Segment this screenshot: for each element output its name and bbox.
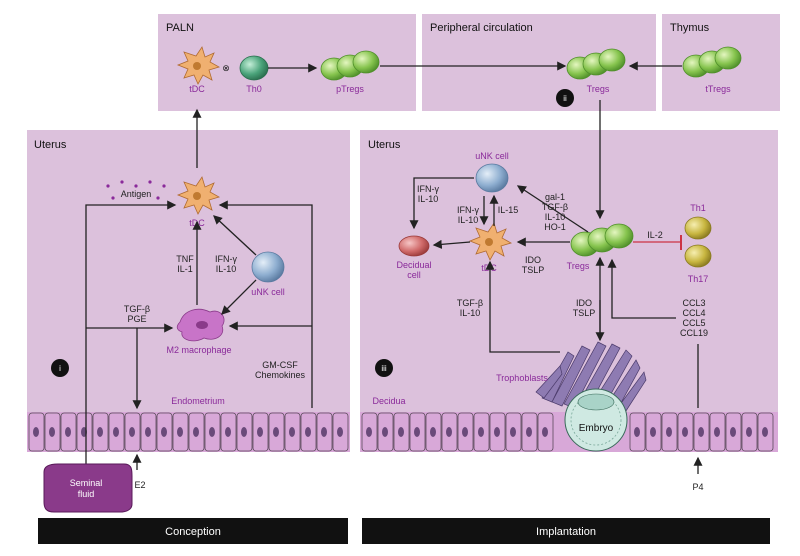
ido-r1-label: IDO: [525, 255, 541, 265]
conception-label: Conception: [165, 526, 221, 538]
th1-label: Th1: [690, 203, 706, 213]
marker-iii: [375, 359, 393, 377]
ido-r2-label: IDO: [576, 298, 592, 308]
unk-cell-left: [251, 251, 285, 283]
paln-title: PALN: [166, 22, 194, 34]
trophoblasts-label: Trophoblasts: [496, 373, 548, 383]
th17-cell: [684, 244, 712, 268]
il10-r2-label: IL-10: [458, 215, 479, 225]
il10-left-label: IL-10: [216, 264, 237, 274]
tgfb-r1-label: TGF-β: [542, 202, 568, 212]
ifng-r1-label: IFN-γ: [417, 184, 439, 194]
decidua-label: Decidua: [372, 396, 405, 406]
m2-label: M2 macrophage: [166, 345, 231, 355]
tnf-label: TNF: [176, 254, 194, 264]
e2-label: E2: [134, 480, 145, 490]
trophoblasts-cluster: [535, 341, 647, 415]
ifng-r2-label: IFN-γ: [457, 205, 479, 215]
marker-iii-label: iii: [381, 364, 387, 373]
ccl4-label: CCL4: [682, 308, 705, 318]
uterus-left-panel: [27, 130, 350, 418]
ccl19-label: CCL19: [680, 328, 708, 338]
arrow-tregs-to-unk: [516, 185, 589, 233]
marker-i: [51, 359, 69, 377]
antigen-dots: [106, 180, 166, 200]
ho1-label: HO-1: [544, 222, 566, 232]
tregs-label-peripheral: Tregs: [587, 84, 610, 94]
seminal-label-1: Seminal: [70, 478, 103, 488]
ttregs-cells: [682, 46, 742, 78]
arrow-epi-to-tdc: [218, 200, 313, 408]
seminal-label-2: fluid: [78, 489, 95, 499]
ifng-left-label: IFN-γ: [215, 254, 237, 264]
il10-r4-label: IL-10: [460, 308, 481, 318]
tdc-label-paln: tDC: [189, 84, 205, 94]
th17-label: Th17: [688, 274, 709, 284]
tdc-cell-left: [176, 176, 221, 215]
pge-label: PGE: [127, 314, 146, 324]
arrow-troph-to-tdc: [485, 260, 560, 353]
ptregs-label: pTregs: [336, 84, 364, 94]
arrow-tdc-to-decidual: [432, 239, 471, 249]
uterus-right-title: Uterus: [368, 139, 401, 151]
conception-bar: [38, 518, 348, 544]
thymus-title: Thymus: [670, 22, 710, 34]
arrow-unk-to-m2: [221, 279, 257, 315]
embryo-label: Embryo: [579, 423, 614, 434]
arrow-unk-to-decidual: [409, 177, 474, 230]
tslp-r2-label: TSLP: [573, 308, 596, 318]
tdc-cell-right: [468, 222, 513, 261]
epithelial-cells-right: [361, 412, 774, 452]
decidual-label-1: Decidual: [396, 260, 431, 270]
tregs-cells-right: [570, 223, 634, 257]
implantation-bar: [362, 518, 770, 544]
implantation-label: Implantation: [536, 526, 596, 538]
embryo-inner-mass: [577, 393, 615, 411]
tregs-label-right: Tregs: [567, 261, 590, 271]
antigen-label: Antigen: [121, 189, 152, 199]
il1-label: IL-1: [177, 264, 193, 274]
synapse-mark: ⊗: [222, 63, 230, 73]
il15-label: IL-15: [498, 205, 519, 215]
ccl3-label: CCL3: [682, 298, 705, 308]
unk-cell-right: [475, 163, 509, 193]
arrow-seminal-to-tdc: [85, 200, 177, 470]
m2-macrophage-cell: [176, 308, 225, 342]
th1-cell: [684, 216, 712, 240]
uterus-left-title: Uterus: [34, 139, 67, 151]
ccl5-label: CCL5: [682, 318, 705, 328]
tdc-cell-paln: [176, 46, 221, 85]
il10-r1-label: IL-10: [418, 194, 439, 204]
il2-label: IL-2: [647, 230, 663, 240]
marker-i-label: i: [59, 364, 61, 373]
decidual-cell: [398, 235, 430, 257]
endometrium-label: Endometrium: [171, 396, 225, 406]
gmcsf-label: GM-CSF: [262, 360, 298, 370]
marker-ii: [556, 89, 574, 107]
tregs-cells-peripheral: [566, 48, 626, 80]
marker-ii-label: ii: [563, 94, 567, 103]
chemokines-label: Chemokines: [255, 370, 306, 380]
th0-cell: [239, 55, 269, 81]
seminal-fluid-shape: [43, 463, 133, 513]
tgfb-r2-label: TGF-β: [457, 298, 483, 308]
tgfb-left-label: TGF-β: [124, 304, 150, 314]
decidual-label-2: cell: [407, 270, 421, 280]
il10-r3-label: IL-10: [545, 212, 566, 222]
unk-label-left: uNK cell: [251, 287, 285, 297]
epithelial-cells-left: [28, 412, 349, 452]
ttregs-label: tTregs: [705, 84, 731, 94]
peripheral-title: Peripheral circulation: [430, 22, 533, 34]
gal1-label: gal-1: [545, 192, 565, 202]
arrow-ccl-to-tregs: [607, 258, 676, 319]
ptregs-cells: [320, 50, 380, 81]
th0-label: Th0: [246, 84, 262, 94]
tslp-r1-label: TSLP: [522, 265, 545, 275]
unk-label-right: uNK cell: [475, 151, 509, 161]
tdc-label-right: tDC: [481, 263, 497, 273]
arrow-unk-to-tdc: [213, 215, 257, 256]
p4-label: P4: [692, 482, 703, 492]
